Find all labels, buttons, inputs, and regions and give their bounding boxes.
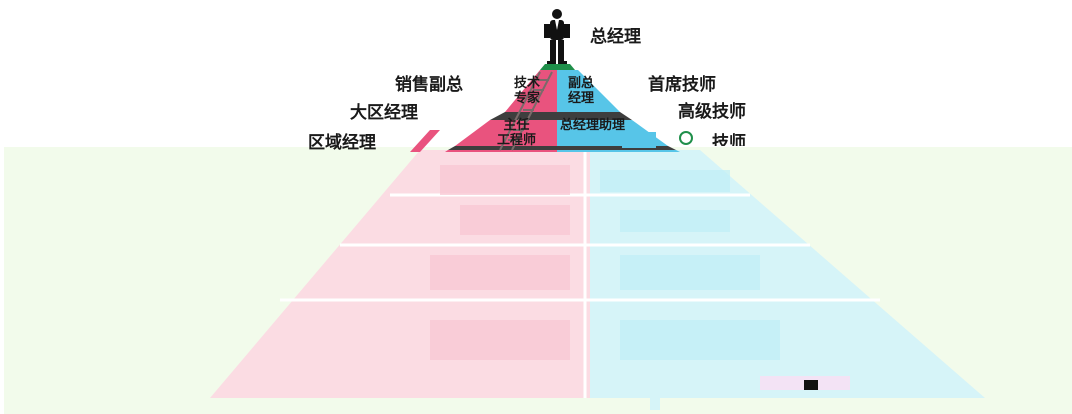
faded-block [430, 320, 570, 360]
tier2-left-face [455, 120, 557, 146]
right-label-chief-technician: 首席技师 [648, 75, 716, 95]
faded-block [620, 255, 760, 290]
top-label: 总经理 [590, 27, 641, 47]
right-label-technician: 技师 [712, 133, 746, 146]
tier1-right-text: 副总 经理 [568, 76, 594, 106]
tier1-left-text: 技术 专家 [514, 76, 540, 106]
faded-block [430, 255, 570, 290]
left-label-sales-vp: 销售副总 [395, 75, 463, 95]
tier2-right-text: 总经理助理 [560, 118, 625, 133]
tier3-left-face [445, 150, 557, 152]
person-icon [544, 9, 570, 64]
ladder [499, 71, 553, 151]
tier1-right-face [557, 70, 620, 112]
tier1-band [490, 112, 632, 120]
small-ring-mark [679, 131, 693, 145]
tier-line: 主任 [503, 118, 530, 133]
tier-line: 副总 [568, 76, 595, 91]
tier-line: 专家 [514, 91, 541, 106]
tier2-left-text: 主任 工程师 [497, 118, 536, 148]
faded-block [440, 165, 570, 195]
tier-line: 经理 [568, 91, 595, 106]
tier-line: 工程师 [497, 133, 537, 148]
peak-cap [540, 64, 575, 70]
tier3-right-face [557, 150, 680, 152]
cut-label-area [708, 132, 768, 144]
tier3-right-block [622, 132, 656, 148]
tier-line: 技术 [514, 76, 541, 91]
right-label-senior-technician: 高级技师 [678, 102, 746, 122]
left-label-area-manager: 区域经理 [308, 133, 376, 153]
tier-line: 总经理助理 [560, 118, 626, 133]
faded-block [620, 320, 780, 360]
faded-block [600, 170, 730, 192]
faded-block [620, 210, 730, 232]
faded-stem [650, 398, 660, 410]
dark-mark [804, 380, 818, 390]
tier3-left-edge [410, 130, 440, 152]
left-label-regional-manager: 大区经理 [350, 103, 418, 123]
faded-block [460, 205, 570, 235]
tier2-band [448, 146, 676, 150]
